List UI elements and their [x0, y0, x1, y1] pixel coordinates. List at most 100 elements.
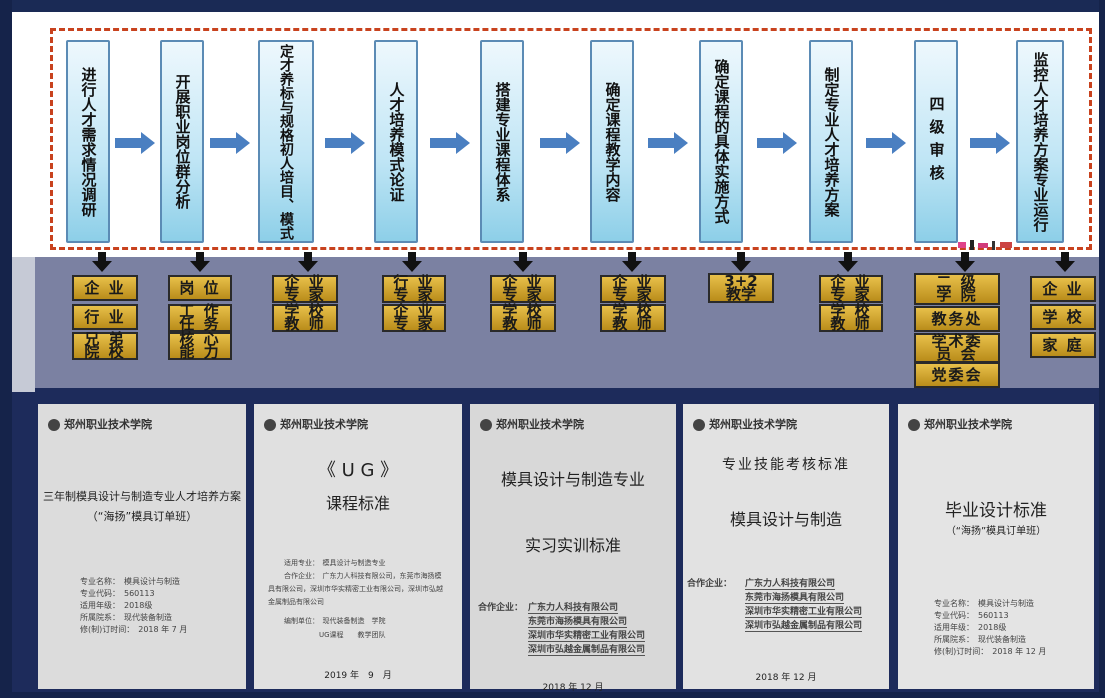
tag-9-2: 教务处	[914, 306, 1000, 332]
step-3: 定才养标与规格初人培目、模式	[258, 40, 314, 243]
doc-date: 2018 年 12 月	[755, 673, 817, 683]
doc-ug-course-standard: 郑州职业技术学院 《 U G 》 课程标准 适用专业： 模具设计与制造专业 合作…	[254, 404, 462, 689]
doc-company: 广东力人科技有限公司	[745, 576, 836, 590]
doc-date: 2018 年 12 月	[542, 683, 604, 693]
tag-1-3: 兄 弟 院 校	[72, 332, 138, 360]
tag-10-2: 学 校	[1030, 304, 1096, 330]
doc-title: 模具设计与制造专业	[500, 470, 645, 489]
doc-row: UG课程 教学团队	[284, 631, 386, 639]
step-1: 进行人才需求情况调研	[66, 40, 110, 243]
step-9: 四级审核	[914, 40, 958, 243]
bottom-frame	[0, 692, 1105, 698]
doc-title: 三年制模具设计与制造专业人才培养方案	[43, 490, 241, 503]
step-10: 监控人才培养方案专业运行	[1016, 40, 1064, 243]
down-arrow-4	[402, 252, 422, 272]
flow-arrow-3	[325, 132, 365, 154]
step-8-label: 制定专业人才培养方案	[822, 66, 841, 217]
doc-coop-label: 合作企业：	[687, 579, 733, 589]
tag-2-3: 核 心 能 力	[168, 332, 232, 360]
down-arrow-3	[298, 252, 318, 272]
tag-9-3: 学术委 员 会	[914, 333, 1000, 363]
doc-company: 深圳市弘越金属制品有限公司	[745, 618, 863, 632]
tag-10-1: 企 业	[1030, 276, 1096, 302]
doc-subtitle: （“海扬”模具订单班）	[86, 510, 198, 523]
doc-talent-plan: 郑州职业技术学院 三年制模具设计与制造专业人才培养方案 （“海扬”模具订单班） …	[38, 404, 246, 689]
right-frame	[1099, 0, 1105, 698]
college-logo: 郑州职业技术学院	[264, 416, 368, 432]
flow-arrow-1	[115, 132, 155, 154]
flow-arrow-9	[970, 132, 1010, 154]
doc-title: 专业技能考核标准	[722, 457, 850, 473]
step-4: 人才培养模式论证	[374, 40, 418, 243]
doc-company: 东莞市海扬模具有限公司	[745, 590, 845, 604]
tag-2-2: 工 作 任 务	[168, 304, 232, 332]
doc-row: 修(制)订时间： 2018 年 7 月	[80, 625, 188, 634]
doc-company: 深圳市弘越金属制品有限公司	[528, 642, 646, 656]
tag-4-1: 行 业 专 家	[382, 275, 446, 303]
doc-row: 专业名称： 模具设计与制造	[80, 577, 180, 586]
doc-row: 适用年级： 2018级	[934, 623, 1007, 632]
flow-arrow-2	[210, 132, 250, 154]
college-emblem-icon	[48, 419, 60, 431]
doc-subtitle: 课程标准	[325, 494, 390, 513]
tag-9-4: 党委会	[914, 362, 1000, 388]
doc-row: 适用专业： 模具设计与制造专业	[284, 559, 386, 567]
doc-row: 专业代码： 560113	[934, 611, 1009, 620]
down-arrow-1	[92, 252, 112, 272]
doc-skills-assessment-standard: 郑州职业技术学院 专业技能考核标准 模具设计与制造 合作企业： 广东力人科技有限…	[683, 404, 889, 689]
down-arrow-6	[622, 252, 642, 272]
doc-row: 专业代码： 560113	[80, 589, 155, 598]
flow-arrow-5	[540, 132, 580, 154]
doc-row: 所属院系： 现代装备制造	[80, 613, 172, 622]
doc-internship-standard: 郑州职业技术学院 模具设计与制造专业 实习实训标准 合作企业： 广东力人科技有限…	[470, 404, 676, 693]
step-9-label: 四级审核	[927, 95, 946, 188]
step-2: 开展职业岗位群分析	[160, 40, 204, 243]
flow-arrow-6	[648, 132, 688, 154]
flow-arrow-8	[866, 132, 906, 154]
doc-row: 所属院系： 现代装备制造	[934, 635, 1026, 644]
doc-subtitle: 模具设计与制造	[729, 510, 842, 529]
down-arrow-9	[955, 252, 975, 272]
top-frame	[0, 0, 1105, 12]
tag-5-1: 企 业 专 家	[490, 275, 556, 303]
doc-row: 合作企业： 广东力人科技有限公司，东莞市海扬模	[284, 572, 442, 580]
step-3-label: 定才养标与规格初人培目、模式	[278, 43, 294, 240]
doc-title: 毕业设计标准	[945, 501, 1047, 521]
doc-subtitle: 实习实训标准	[524, 536, 621, 555]
step-8: 制定专业人才培养方案	[809, 40, 853, 243]
doc-date: 2019 年 9 月	[324, 671, 392, 681]
doc-row: 具有限公司，深圳市华实精密工业有限公司，深圳市弘越	[268, 585, 443, 593]
doc-graduation-design-standard: 郑州职业技术学院 毕业设计标准 （“海扬”模具订单班） 专业名称： 模具设计与制…	[898, 404, 1094, 689]
doc-coop-label: 合作企业：	[478, 603, 524, 613]
flow-arrow-4	[430, 132, 470, 154]
step-6: 确定课程教学内容	[590, 40, 634, 243]
scan-artifact	[958, 240, 1012, 250]
tag-3-2: 学 校 教 师	[272, 304, 338, 332]
tag-7-1: 3+2 教学	[708, 273, 774, 303]
doc-company: 深圳市华实精密工业有限公司	[745, 604, 863, 618]
down-arrow-8	[838, 252, 858, 272]
band-divider	[35, 388, 1099, 392]
tag-3-1: 企 业 专 家	[272, 275, 338, 303]
tag-8-2: 学 校 教 师	[819, 304, 883, 332]
college-emblem-icon	[480, 419, 492, 431]
doc-subtitle: （“海扬”模具订单班）	[945, 526, 1047, 537]
down-arrow-7	[731, 252, 751, 272]
tag-6-1: 企 业 专 家	[600, 275, 666, 303]
doc-company: 深圳市华实精密工业有限公司	[528, 628, 646, 642]
flow-arrow-7	[757, 132, 797, 154]
left-frame	[0, 0, 12, 698]
process-dashed-border	[50, 28, 1092, 250]
college-emblem-icon	[693, 419, 705, 431]
tag-6-2: 学 校 教 师	[600, 304, 666, 332]
step-7: 确定课程的具体实施方式	[699, 40, 743, 243]
step-5: 搭建专业课程体系	[480, 40, 524, 243]
tag-8-1: 企 业 专 家	[819, 275, 883, 303]
doc-row: 专业名称： 模具设计与制造	[934, 599, 1034, 608]
tag-1-2: 行 业	[72, 304, 138, 330]
tag-2-1: 岗 位	[168, 275, 232, 301]
tag-10-3: 家 庭	[1030, 332, 1096, 358]
doc-row: 适用年级： 2018级	[80, 601, 153, 610]
left-gray-strip	[12, 257, 35, 412]
step-1-label: 进行人才需求情况调研	[79, 66, 98, 217]
